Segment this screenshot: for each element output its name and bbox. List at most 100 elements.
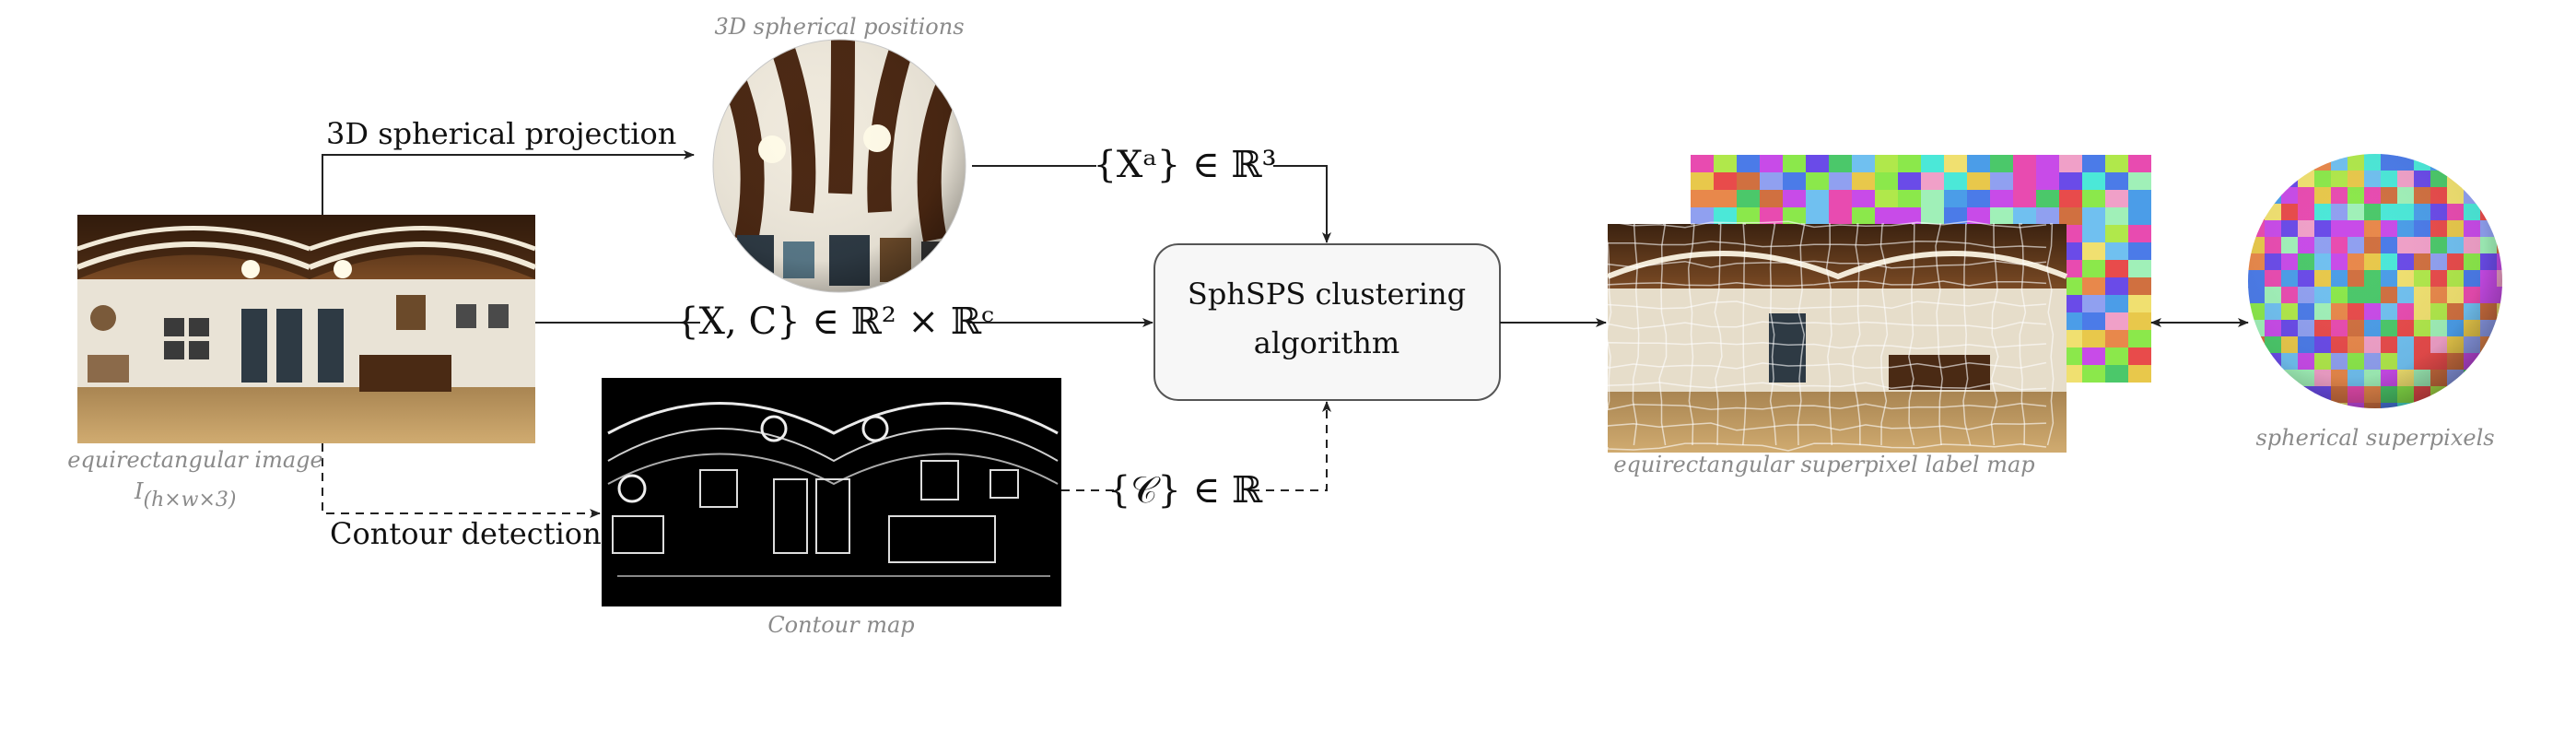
superpixel-cell — [1783, 155, 1806, 172]
superpixel-cell — [1852, 207, 1875, 225]
sphere-superpixel-cell — [2265, 386, 2282, 404]
edge-contour-detection — [322, 443, 601, 518]
superpixel-cell — [2128, 347, 2151, 365]
superpixel-boundary — [2046, 223, 2055, 446]
superpixel-cell — [2128, 365, 2151, 383]
superpixel-cell — [1898, 190, 1921, 207]
superpixel-cell — [2082, 190, 2105, 207]
sphere-superpixel-cell — [2314, 403, 2332, 408]
superpixel-cell — [1875, 172, 1898, 190]
superpixel-cell — [1852, 172, 1875, 190]
superpixel-cell — [2036, 207, 2059, 225]
sphere-superpixel-cell — [2497, 204, 2502, 221]
superpixel-cell — [1714, 190, 1737, 207]
superpixel-cell — [2128, 225, 2151, 242]
superpixel-cell — [2128, 190, 2151, 207]
superpixel-boundary — [1852, 223, 1861, 446]
superpixel-cell — [1921, 155, 1944, 172]
superpixel-boundary — [1935, 223, 1943, 446]
sphere-superpixel-cell — [2281, 386, 2299, 404]
sphere-superpixel-cell — [2497, 336, 2502, 354]
superpixel-boundary — [1607, 341, 2047, 349]
superpixel-cell — [1829, 172, 1852, 190]
algorithm-label-line2: algorithm — [1254, 325, 1399, 360]
sphere-superpixel-cell — [2497, 320, 2502, 337]
superpixel-cell — [2128, 330, 2151, 347]
superpixel-cell — [1990, 190, 2013, 207]
superpixel-cell — [1852, 190, 1875, 207]
sphere-superpixel-cell — [2480, 370, 2498, 387]
sphere-superpixel-cell — [2298, 154, 2315, 171]
superpixel-boundary — [1742, 223, 1747, 446]
superpixel-boundary — [1607, 422, 2047, 431]
contour-map-image — [602, 378, 1061, 606]
superpixel-boundary — [1769, 223, 1777, 446]
sphere-superpixel-cell — [2497, 386, 2502, 404]
superpixel-cell — [1760, 207, 1783, 225]
sphere-superpixel-cell — [2248, 154, 2266, 171]
sphere-superpixel-cell — [2248, 403, 2266, 408]
superpixel-boundary — [1825, 223, 1833, 446]
superpixel-cell — [1783, 207, 1806, 225]
superpixel-cell — [1829, 190, 1852, 207]
superpixel-cell — [1944, 207, 1967, 225]
superpixel-boundary — [1607, 300, 2047, 310]
superpixel-cell — [2105, 295, 2128, 312]
sphere-superpixel-cell — [2464, 386, 2481, 404]
superpixel-cell — [2036, 172, 2059, 190]
superpixel-cell — [2082, 242, 2105, 260]
superpixel-cell — [1875, 155, 1898, 172]
superpixel-boundary — [1607, 402, 2047, 411]
superpixel-boundary — [1962, 223, 1972, 446]
superpixel-cell — [1783, 190, 1806, 207]
sphere-superpixel-cell — [2248, 204, 2266, 221]
sphere-superpixel-cell — [2298, 403, 2315, 408]
sphere-superpixel-cell — [2447, 403, 2465, 408]
superpixel-cell — [1921, 172, 1944, 190]
sphere-superpixel-cell — [2497, 171, 2502, 188]
superpixel-cell — [2082, 225, 2105, 242]
superpixel-cell — [1875, 207, 1898, 225]
sphere-superpixel-cell — [2248, 187, 2266, 205]
sphere-superpixel-cell — [2447, 154, 2465, 171]
superpixel-cell — [2082, 207, 2105, 225]
superpixel-cell — [2082, 260, 2105, 277]
superpixel-cell — [1806, 172, 1829, 190]
superpixel-cell — [2059, 190, 2082, 207]
math-xc: {X, C} ∈ ℝ² × ℝᶜ — [675, 300, 994, 343]
superpixel-cell — [2128, 260, 2151, 277]
superpixel-cell — [1967, 172, 1990, 190]
superpixel-cell — [1990, 155, 2013, 172]
edge-contour-to-algorithm-right — [1251, 401, 1331, 491]
superpixel-boundary — [1607, 280, 2047, 288]
superpixel-cell — [1967, 207, 1990, 225]
superpixel-cell — [2082, 277, 2105, 295]
superpixel-cell — [2036, 190, 2059, 207]
sphere-superpixel-cell — [2497, 187, 2502, 205]
superpixel-cell — [1898, 155, 1921, 172]
superpixel-cell — [1806, 155, 1829, 172]
superpixel-cell — [2105, 172, 2128, 190]
sphere-superpixel-cell — [2497, 154, 2502, 171]
superpixel-cell — [1967, 190, 1990, 207]
superpixel-boundary — [1607, 240, 2047, 249]
superpixel-cell — [2082, 295, 2105, 312]
superpixel-cell — [2105, 260, 2128, 277]
sphere-superpixel-cell — [2281, 154, 2299, 171]
sphere-superpixel-cell — [2480, 386, 2498, 404]
sphere-superpixel-cell — [2464, 370, 2481, 387]
sphere-superpixel-cell — [2497, 220, 2502, 238]
superpixel-cell — [2013, 155, 2036, 172]
sphere-superpixel-cell — [2480, 171, 2498, 188]
superpixel-label-map-overlay — [1603, 220, 2068, 453]
superpixel-cell — [2128, 312, 2151, 330]
sphere-superpixel-cell — [2248, 386, 2266, 404]
superpixel-cell — [1990, 207, 2013, 225]
superpixel-cell — [1691, 190, 1714, 207]
sphere-superpixel-cell — [2265, 154, 2282, 171]
caption-spherical-positions: 3D spherical positions — [714, 14, 964, 40]
sphere-superpixel-cell — [2464, 171, 2481, 188]
superpixel-cell — [1806, 207, 1829, 225]
edge-xa-to-algorithm-2 — [1273, 165, 1331, 243]
